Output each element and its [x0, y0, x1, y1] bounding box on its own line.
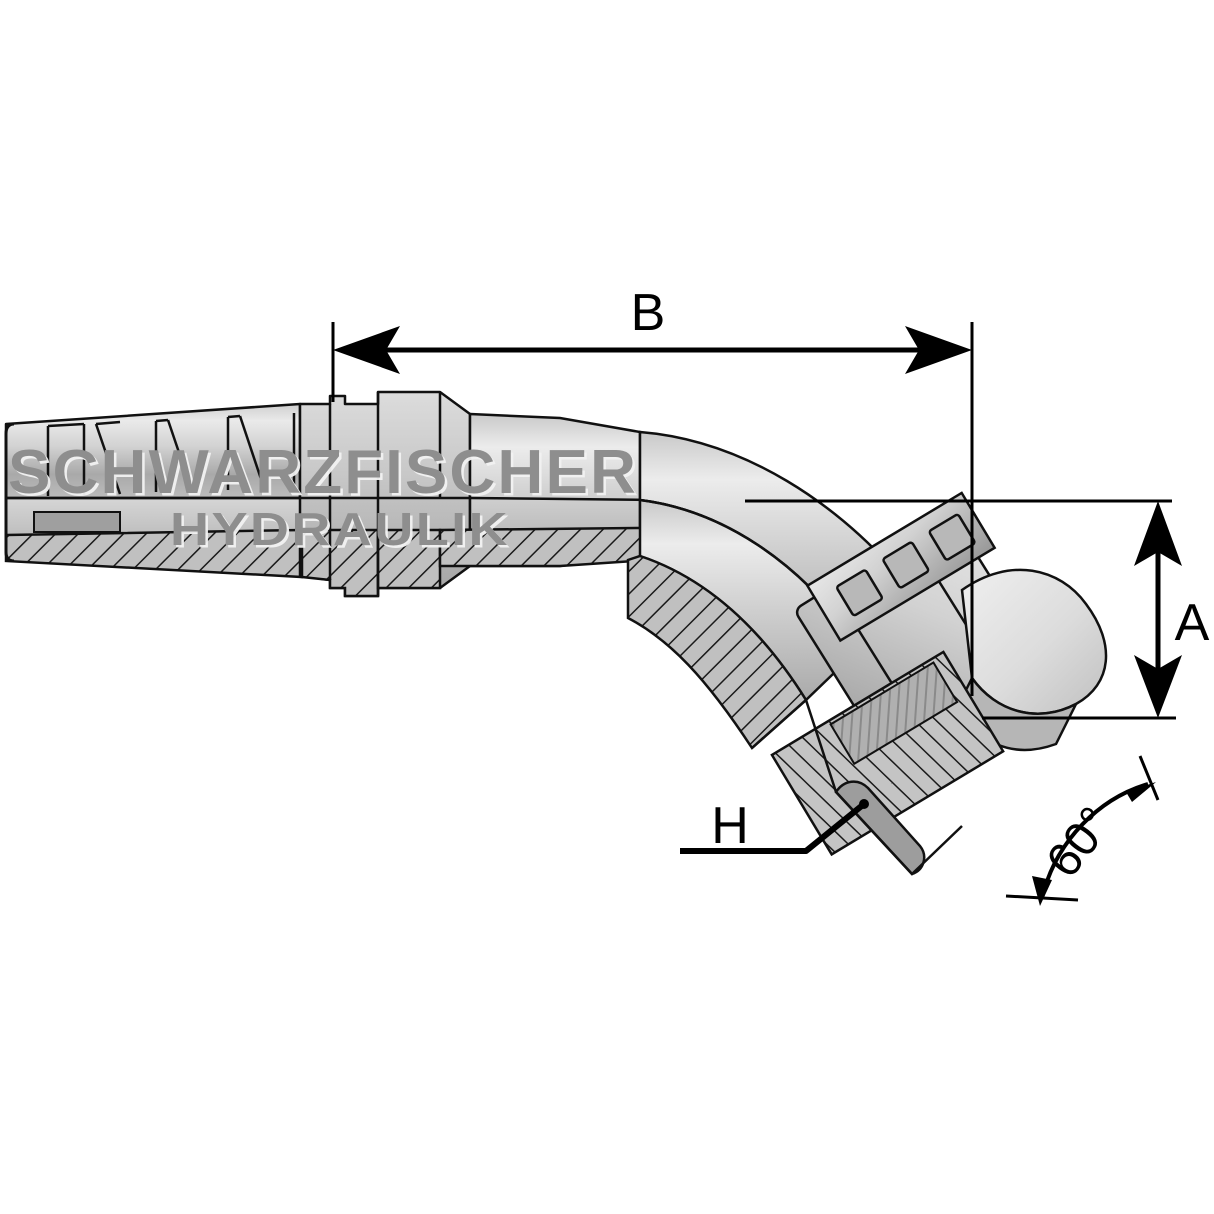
dim-a-arrow-top: [1134, 501, 1182, 566]
dim-h-leader-dot: [859, 799, 869, 809]
barb-serration-ramps: [47, 414, 241, 428]
fitting-assembly: SCHWARZFISCHER HYDRAULIK: [4, 390, 1108, 876]
barb-bore-detail: [33, 511, 121, 533]
dim-h-leader: [680, 801, 866, 854]
angle-arc: [1040, 782, 1149, 899]
shoulder-notch-2: [882, 541, 930, 589]
nut-bottom-outline: [751, 697, 963, 876]
hose-barb-tip: [4, 422, 15, 563]
tube-straight-hatch: [438, 526, 650, 568]
watermark-line-2: HYDRAULIK: [170, 503, 510, 555]
barb-serrations: [46, 413, 296, 496]
angle-ref-tick-upper: [1138, 755, 1160, 801]
dim-b-label: B: [631, 284, 666, 342]
dim-b-arrow-left: [333, 326, 400, 374]
watermark-group: SCHWARZFISCHER HYDRAULIK: [8, 438, 638, 555]
angle-arrow-upper: [1126, 782, 1156, 802]
shoulder-notch-1: [836, 569, 883, 617]
tube-bore-line: [469, 496, 661, 502]
dimension-h: H: [680, 797, 869, 855]
angle-arrow-lower: [1032, 876, 1052, 906]
dimension-a: A: [745, 499, 1210, 720]
nut-shoulder-band: [805, 491, 997, 643]
dimension-b: B: [331, 284, 974, 696]
dim-b-arrow-right: [905, 326, 972, 374]
thread-knurl-strip: [829, 661, 959, 766]
dim-a-label: A: [1175, 594, 1210, 652]
watermark-line-1: SCHWARZFISCHER: [8, 438, 638, 507]
angle-annotation: 60°: [1005, 755, 1160, 906]
dim-h-label: H: [711, 797, 749, 855]
shoulder-notch-3: [928, 513, 976, 561]
cone-seat-threads: [770, 650, 1005, 857]
nut-chamfer-edge: [834, 780, 926, 876]
dim-a-arrow-bottom: [1134, 655, 1182, 718]
